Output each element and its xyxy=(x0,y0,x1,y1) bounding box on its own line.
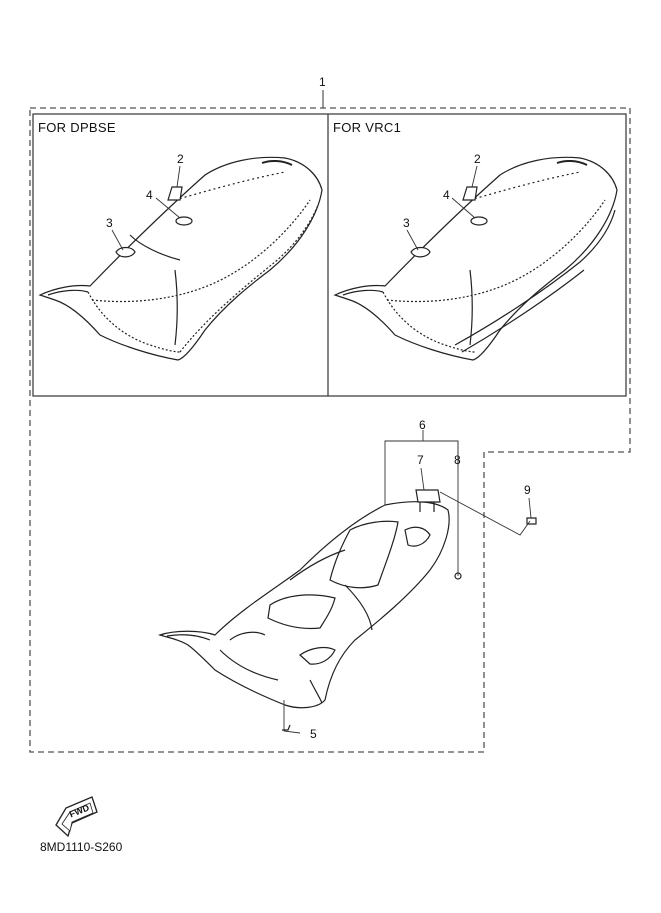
leaders-left xyxy=(111,165,181,251)
fwd-arrow-icon xyxy=(55,796,98,838)
callout-7: 7 xyxy=(417,453,424,467)
callout-8: 8 xyxy=(454,453,461,467)
callout-4-left: 4 xyxy=(146,188,153,202)
seat-cover-dpbse xyxy=(38,156,323,361)
callout-1: 1 xyxy=(319,75,326,89)
callout-5: 5 xyxy=(310,727,317,741)
callout-6: 6 xyxy=(419,418,426,432)
callout-4-right: 4 xyxy=(443,188,450,202)
panel-right-title: FOR VRC1 xyxy=(333,120,402,135)
diagram-code: 8MD1110-S260 xyxy=(40,840,123,854)
callout-2-right: 2 xyxy=(474,152,481,166)
seat-base-assembly xyxy=(158,489,537,731)
panel-left-title: FOR DPBSE xyxy=(38,120,116,135)
variant-panels-frame xyxy=(32,113,627,397)
seat-cover-vrc1 xyxy=(333,156,618,361)
assembly-dashed-boundary xyxy=(29,107,631,753)
callout-2-left: 2 xyxy=(177,152,184,166)
callout-9: 9 xyxy=(524,483,531,497)
leaders-right xyxy=(406,165,478,251)
callout-3-left: 3 xyxy=(106,216,113,230)
callout-3-right: 3 xyxy=(403,216,410,230)
leaders-bottom xyxy=(283,430,532,734)
